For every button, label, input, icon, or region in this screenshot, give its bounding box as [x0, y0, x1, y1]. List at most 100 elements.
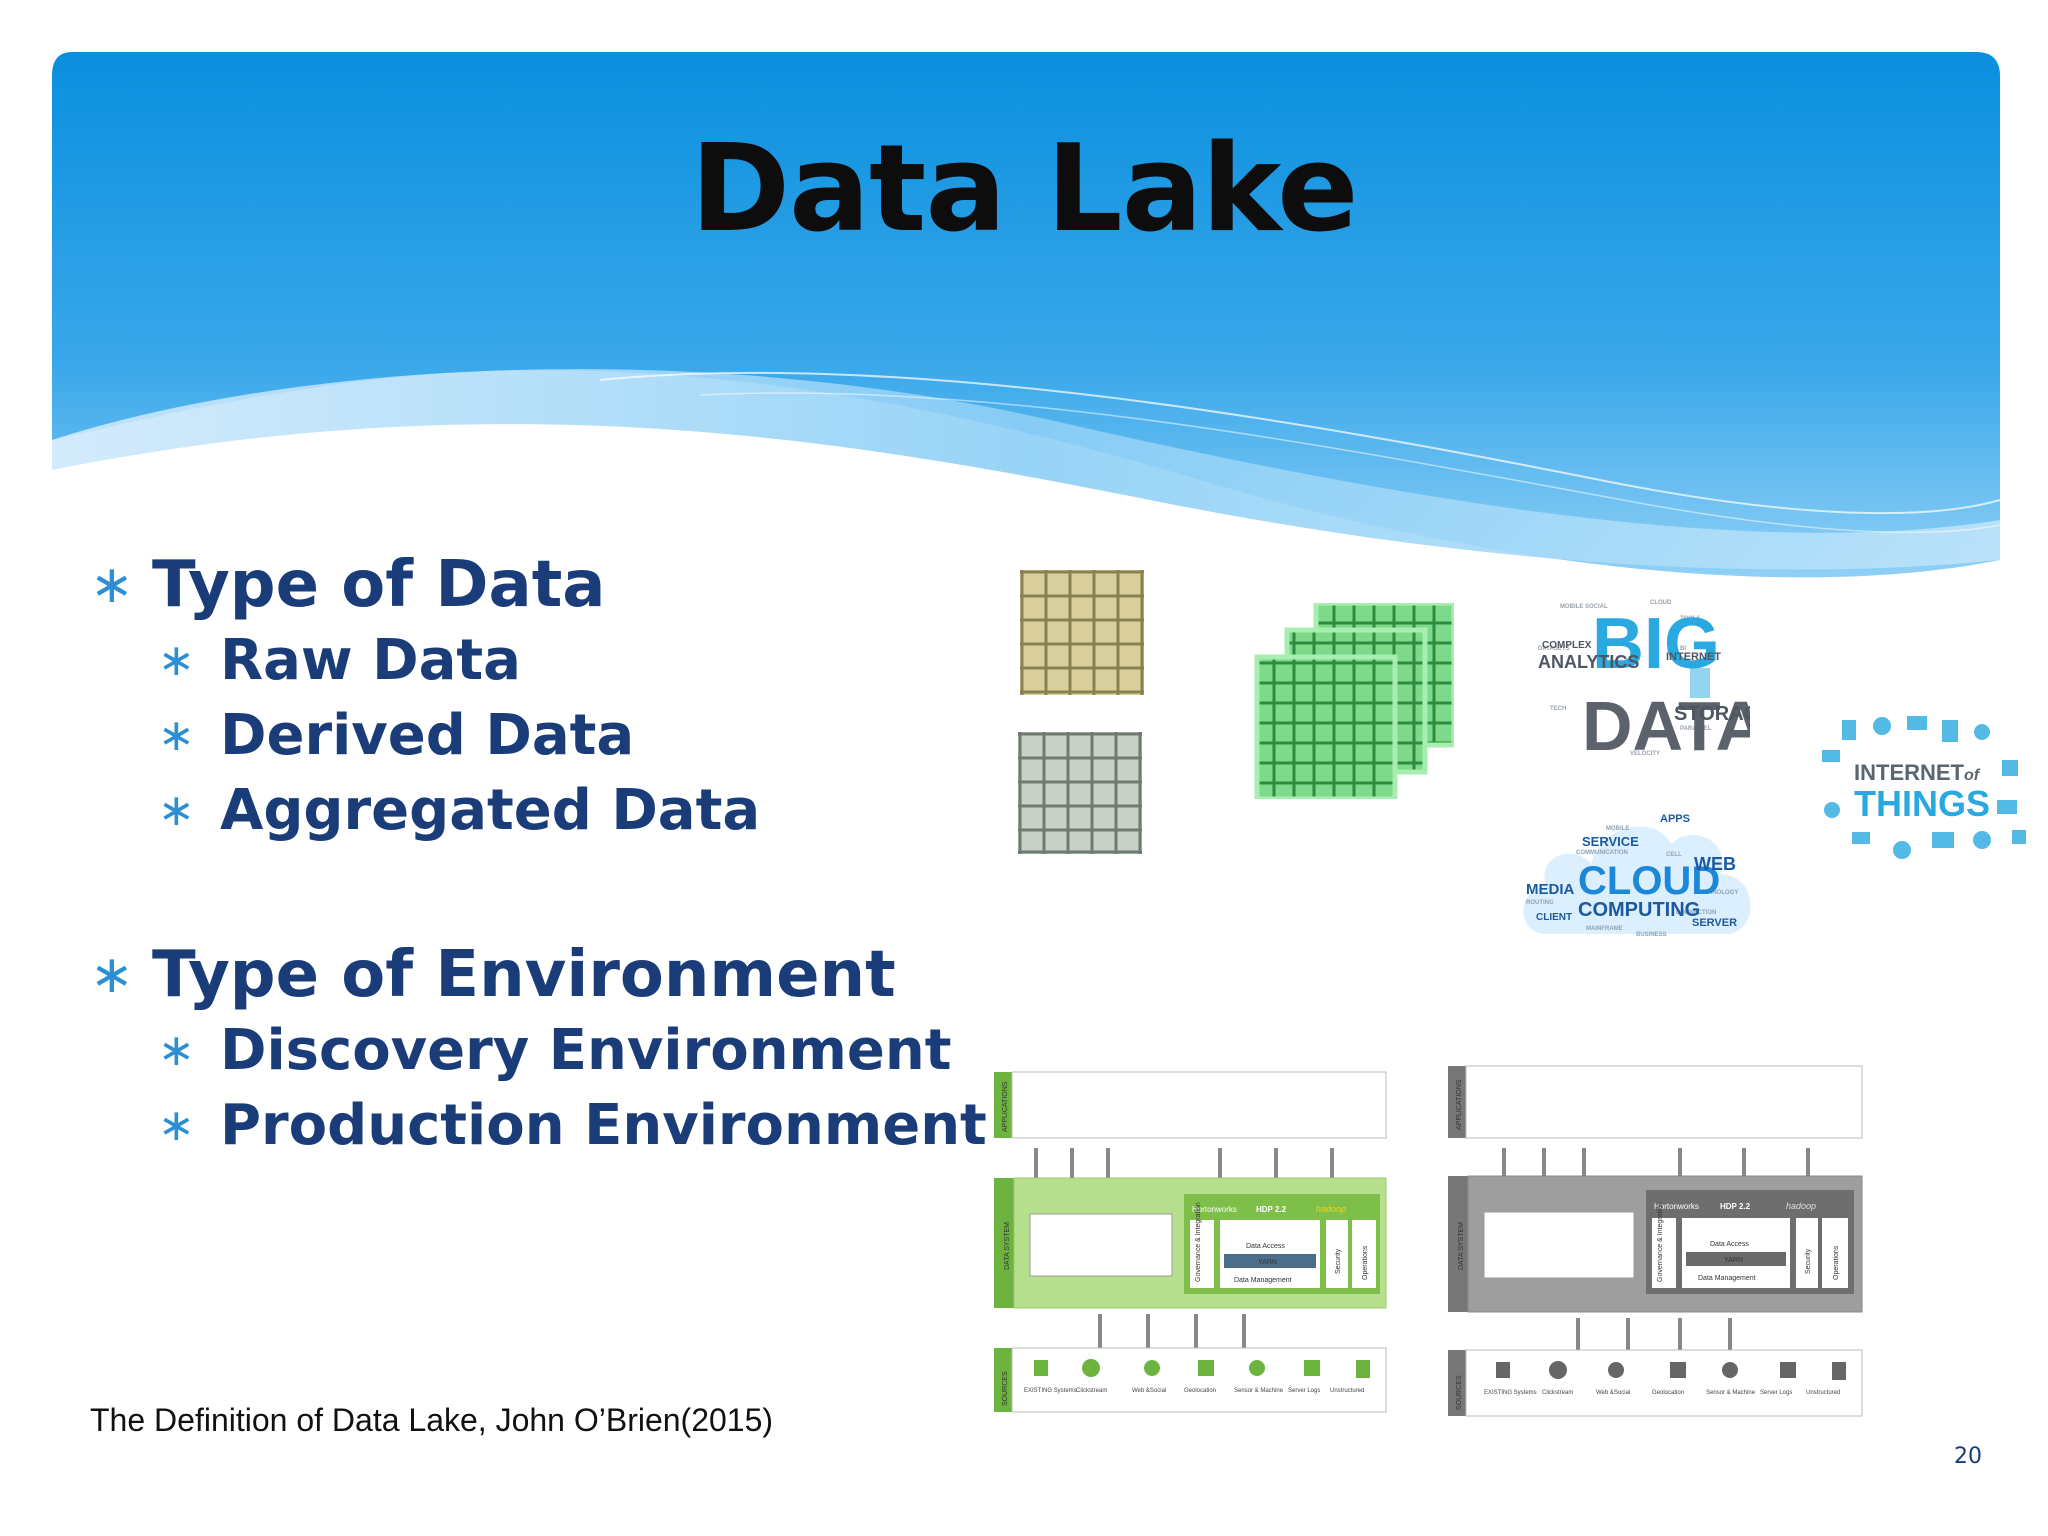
sub-bullet-derived-data: ∗ Derived Data [158, 703, 634, 768]
asterisk-bullet-icon: ∗ [158, 710, 195, 761]
architecture-diagram-gray: APPLICATIONS DATA SYSTEM Hortonworks HDP… [1448, 1065, 1863, 1417]
label-operations: Operations [1833, 1245, 1840, 1280]
svg-text:DATASETS: DATASETS [1538, 646, 1569, 652]
source-label: Unstructured [1806, 1390, 1840, 1396]
label-hadoop: hadoop [1786, 1201, 1816, 1211]
label-security: Security [1335, 1248, 1342, 1274]
asterisk-bullet-icon: ∗ [158, 1025, 195, 1076]
source-label: Web &Social [1132, 1388, 1166, 1394]
sub-bullet-raw-data: ∗ Raw Data [158, 628, 521, 693]
wc-data: DATA [1582, 687, 1750, 760]
wc-media: MEDIA [1526, 881, 1575, 898]
svg-text:BI: BI [1680, 646, 1686, 652]
wc-complex: COMPLEX [1542, 640, 1592, 651]
label-governance: Governance & Integration [1657, 1202, 1664, 1282]
source-label: EXISTING Systems [1484, 1390, 1537, 1396]
source-label: Clickstream [1542, 1390, 1573, 1396]
wc-iot-things: THINGS [1854, 783, 1990, 824]
label-data-system: DATA SYSTEM [1458, 1222, 1465, 1270]
source-label: Geolocation [1652, 1390, 1684, 1396]
label-applications: APPLICATIONS [1002, 1081, 1009, 1132]
label-applications: APPLICATIONS [1456, 1079, 1463, 1130]
svg-text:VELOCITY: VELOCITY [1630, 751, 1660, 757]
source-label: Server Logs [1288, 1388, 1320, 1394]
stacked-green-tables-icon [1254, 603, 1454, 799]
sub-bullet-discovery-environment: ∗ Discovery Environment [158, 1018, 952, 1083]
wc-iot-internet: INTERNET [1854, 760, 1965, 785]
source-label: Clickstream [1076, 1388, 1107, 1394]
label-data-access: Data Access [1710, 1241, 1749, 1248]
label-governance: Governance & Integration [1195, 1202, 1202, 1282]
svg-text:CONNECTION: CONNECTION [1676, 910, 1716, 916]
sub-bullet-label: Production Environment [220, 1093, 987, 1158]
wc-analytics: ANALYTICS [1538, 652, 1639, 672]
asterisk-bullet-icon: ∗ [158, 635, 195, 686]
label-brand: Hortonworks [1654, 1202, 1699, 1211]
sub-bullet-label: Aggregated Data [220, 778, 761, 843]
label-security: Security [1805, 1248, 1812, 1274]
slide-title: Data Lake [690, 120, 1358, 259]
wc-computing: COMPUTING [1578, 899, 1700, 921]
asterisk-bullet-icon: ∗ [158, 785, 195, 836]
source-label: Server Logs [1760, 1390, 1792, 1396]
sub-bullet-aggregated-data: ∗ Aggregated Data [158, 778, 760, 843]
label-data-management: Data Management [1698, 1275, 1756, 1282]
sub-bullet-label: Derived Data [220, 703, 635, 768]
bullet-heading: Type of Environment [152, 938, 896, 1012]
label-hdp: HDP 2.2 [1256, 1205, 1287, 1214]
label-sources: SOURCES [1002, 1371, 1009, 1406]
label-data-management: Data Management [1234, 1277, 1292, 1284]
label-sources: SOURCES [1456, 1375, 1463, 1410]
wc-server: SERVER [1692, 917, 1737, 929]
bullet-type-of-data: ∗ Type of Data [90, 548, 605, 622]
wc-internet: INTERNET [1666, 651, 1721, 663]
page-number: 20 [1954, 1444, 1982, 1469]
label-hadoop: hadoop [1316, 1204, 1346, 1214]
table-grid-beige-icon [1020, 570, 1144, 695]
label-data-access: Data Access [1246, 1243, 1285, 1250]
svg-text:PARALLEL: PARALLEL [1680, 726, 1712, 732]
internet-of-things-icon: INTERNET of THINGS [1822, 716, 2026, 859]
bullet-type-of-environment: ∗ Type of Environment [90, 938, 896, 1012]
label-data-system: DATA SYSTEM [1004, 1222, 1011, 1270]
bullet-heading: Type of Data [152, 548, 606, 622]
sub-bullet-label: Discovery Environment [220, 1018, 952, 1083]
wc-storage: STORAGE [1674, 703, 1750, 725]
wc-apps: APPS [1660, 813, 1690, 825]
source-label: Geolocation [1184, 1388, 1216, 1394]
wc-cloud: CLOUD [1578, 859, 1720, 903]
svg-text:BUSINESS: BUSINESS [1636, 932, 1667, 938]
source-label: EXISTING Systems [1024, 1388, 1077, 1394]
label-brand: Hortonworks [1192, 1205, 1237, 1214]
citation: The Definition of Data Lake, John O’Brie… [90, 1402, 774, 1438]
asterisk-bullet-icon: ∗ [90, 945, 134, 1005]
wc-web: WEB [1694, 854, 1736, 874]
svg-text:TECH: TECH [1550, 706, 1566, 712]
svg-text:MOBILE: MOBILE [1606, 826, 1629, 832]
svg-text:CLOUD: CLOUD [1650, 600, 1672, 606]
svg-text:COMMUNICATION: COMMUNICATION [1576, 850, 1628, 856]
svg-text:TOOLS: TOOLS [1680, 616, 1701, 622]
wc-iot-of: of [1964, 767, 1981, 784]
wc-client: CLIENT [1536, 912, 1572, 923]
label-yarn: YARN [1258, 1259, 1277, 1266]
svg-text:ROUTING: ROUTING [1526, 900, 1554, 906]
asterisk-bullet-icon: ∗ [158, 1100, 195, 1151]
svg-text:TECHNOLOGY: TECHNOLOGY [1696, 890, 1738, 896]
source-label: Sensor & Machine [1706, 1390, 1756, 1396]
source-label: Sensor & Machine [1234, 1388, 1284, 1394]
svg-text:MOBILE SOCIAL: MOBILE SOCIAL [1560, 604, 1608, 610]
wc-service: SERVICE [1582, 834, 1639, 849]
svg-text:MAINFRAME: MAINFRAME [1586, 926, 1623, 932]
svg-text:CELL: CELL [1666, 852, 1682, 858]
source-label: Unstructured [1330, 1388, 1364, 1394]
big-data-word-cloud-icon: MOBILE SOCIAL CLOUD TOOLS DATASETS BI SIZE T… [1538, 600, 1750, 760]
label-yarn: YARN [1724, 1257, 1743, 1264]
table-grid-gray-icon [1018, 732, 1142, 854]
sub-bullet-production-environment: ∗ Production Environment [158, 1093, 987, 1158]
architecture-diagram-green: APPLICATIONS DATA SYSTEM Hortonworks HDP… [994, 1071, 1387, 1413]
source-label: Web &Social [1596, 1390, 1630, 1396]
header-wave-background [52, 52, 2001, 578]
cloud-computing-word-cloud-icon: MOBILE COMMUNICATION ROUTING CELL CONNECTIO… [1523, 813, 1751, 938]
svg-text:SIZE: SIZE [1695, 706, 1708, 712]
